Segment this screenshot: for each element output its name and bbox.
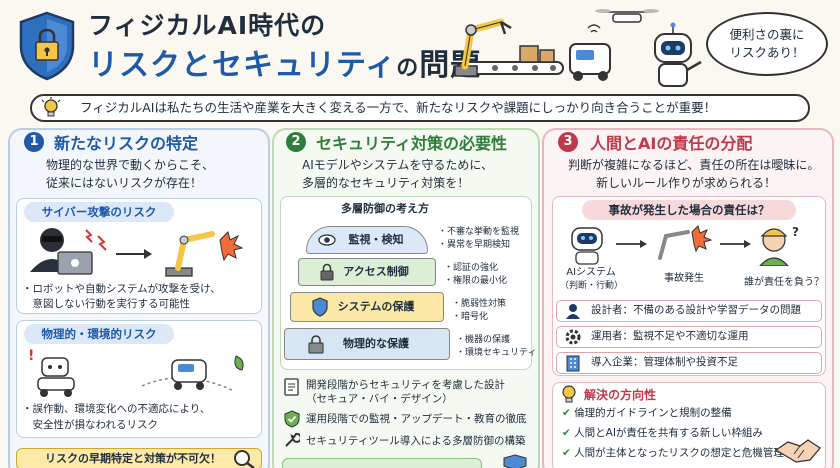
check-icon: ✔ [562, 427, 571, 439]
layer-access-control: アクセス制御 [298, 258, 436, 286]
pyramid-title: 多層防御の考え方 [341, 202, 429, 215]
designer-icon [566, 304, 580, 319]
section-desc-1b: 従来にはないリスクが存在！ [46, 176, 203, 190]
padlock-icon [308, 335, 324, 354]
physical-risk-text2: 安全性が損なわれるリスク [22, 419, 158, 431]
section-desc-2b: 多層的なセキュリティ対策を！ [302, 176, 470, 190]
title-highlight: リスクとセキュリティ [88, 48, 397, 83]
resp-designer: 設計者：不備のある設計や学習データの問題 [556, 300, 822, 322]
solution-item2: ✔ 人間とAIが責任を共有する新しい枠組み [562, 426, 763, 440]
measure-item1-line2: （セキュア・バイ・デザイン） [306, 393, 453, 405]
cyber-risk-label: サイバー攻撃のリスク [24, 202, 174, 222]
hacker-attack-illustration [30, 228, 244, 277]
document-icon [284, 378, 299, 396]
shield-lock-icon [19, 11, 75, 81]
accident-label: 事故発生 [664, 273, 704, 284]
layer-note-physical-2: ・環境セキュリティ [456, 348, 537, 358]
accident-flow-illustration: ? [571, 225, 799, 266]
speech-bubble: 便利さの裏に リスクあり！ [706, 12, 828, 76]
lightbulb-icon [41, 97, 61, 117]
cyber-risk-text1: ・ロボットや自動システムが攻撃を受け、 [22, 283, 221, 295]
check-icon: ✔ [562, 407, 571, 419]
summary-banner: フィジカルAIは私たちの生活や産業を大きく変える一方で、新たなリスクや課題にしっ… [30, 94, 810, 122]
gear-icon [565, 329, 581, 345]
section-number-2: 2 [286, 132, 306, 152]
section-title-2: セキュリティ対策の必要性 [316, 134, 508, 153]
who-responsible-label: 誰が責任を負う？ [744, 277, 824, 288]
layer-note-access-1: ・認証の強化 [444, 263, 499, 273]
handshake-illustration [774, 439, 821, 463]
wrench-icon [285, 432, 300, 447]
eye-icon [318, 234, 336, 246]
bubble-line2: リスクあり！ [729, 45, 805, 60]
check-icon: ✔ [562, 447, 571, 459]
measure-item1-line1: 開発段階からセキュリティを考慮した設計 [306, 379, 505, 391]
shield-badge-icon [503, 454, 527, 468]
layer-note-monitor-1: ・不審な挙動を監視 [438, 227, 520, 237]
shield-check-icon [284, 410, 300, 428]
section-number-3: 3 [558, 132, 578, 152]
ai-system-label1: AIシステム [566, 267, 616, 278]
solution-item1: ✔ 倫理的ガイドラインと規制の整備 [562, 406, 732, 420]
section-desc-3b: 新しいルール作りが求められる！ [596, 176, 777, 190]
solution-item1-text: 倫理的ガイドラインと規制の整備 [574, 407, 732, 419]
layer-monitoring-label: 監視・検知 [348, 233, 404, 246]
section-desc-2a: AIモデルやシステムを守るために、 [302, 158, 494, 172]
title-line1: フィジカルAI時代の [88, 11, 327, 40]
solution-item3: ✔ 人間が主体となったリスクの想定と危機管理 [562, 446, 784, 460]
section-desc-3a: 判断が複雑になるほど、責任の所在は曖昧に。 [568, 158, 820, 172]
ai-system-label2: （判断・行動） [560, 281, 624, 291]
layer-note-physical-1: ・機器の保護 [456, 335, 511, 345]
title-particle: の [396, 56, 420, 81]
col2-footer-bar [282, 458, 482, 468]
accident-title: 事故が発生した場合の責任は？ [582, 200, 796, 220]
solution-box [552, 382, 826, 468]
cyber-risk-text2: 意図しない行動を実行する可能性 [22, 298, 190, 310]
svg-text:?: ? [792, 225, 799, 239]
resp-operator: 運用者：監視不足や不適切な運用 [556, 326, 822, 348]
layer-physical-protection: 物理的な保護 [284, 328, 450, 360]
col1-footer: リスクの早期特定と対策が不可欠！ [16, 448, 262, 468]
solution-item3-text: 人間が主体となったリスクの想定と危機管理 [574, 447, 784, 459]
section-title-1: 新たなリスクの特定 [54, 134, 199, 153]
magnifier-icon [234, 450, 255, 468]
resp-company: 導入企業：管理体制や投資不足 [556, 352, 822, 374]
physical-risk-text1: ・誤作動、環境変化への不適応により、 [22, 403, 211, 415]
solution-title: 解決の方向性 [584, 388, 657, 402]
title-line2: リスクとセキュリティの問題 [88, 40, 481, 84]
layer-system-label: システムの保護 [337, 300, 415, 313]
layer-note-system-1: ・脆弱性対策 [452, 299, 507, 309]
shield-icon [312, 297, 328, 317]
measure-item3: セキュリティツール導入による多層防御の構築 [306, 435, 526, 447]
robot-scene-illustration [454, 9, 702, 87]
section-number-1: 1 [24, 132, 44, 152]
layer-note-access-2: ・権限の最小化 [444, 276, 508, 286]
physical-risk-label: 物理的・環境的リスク [24, 324, 174, 344]
layer-access-label: アクセス制御 [343, 265, 409, 278]
svg-text:!: ! [28, 348, 34, 364]
section-title-3: 人間とAIの責任の分配 [590, 134, 753, 153]
layer-note-monitor-2: ・異常を早期検知 [438, 240, 511, 250]
lightbulb-icon [562, 385, 576, 403]
bubble-line1: 便利さの裏に [729, 27, 805, 42]
building-icon [566, 355, 580, 372]
section-desc-1a: 物理的な世界で動くからこそ、 [46, 158, 215, 172]
lock-icon [320, 263, 334, 281]
layer-physical-label: 物理的な保護 [343, 337, 409, 350]
layer-note-system-2: ・暗号化 [452, 312, 489, 322]
solution-item2-text: 人間とAIが責任を共有する新しい枠組み [574, 427, 763, 439]
robot-malfunction-illustration: ! [28, 348, 244, 397]
measure-item2: 運用段階での監視・アップデート・教育の徹底 [306, 413, 527, 425]
